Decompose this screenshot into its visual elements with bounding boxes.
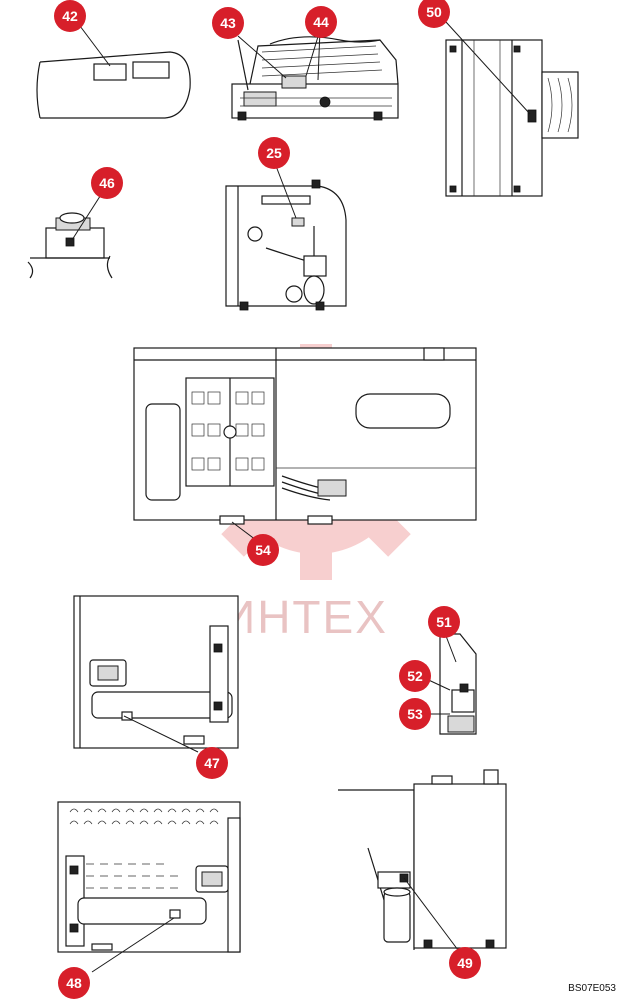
- callout-42: 42: [54, 0, 86, 32]
- callout-48: 48: [58, 967, 90, 999]
- svg-text:42: 42: [62, 8, 78, 24]
- svg-text:25: 25: [266, 145, 282, 161]
- callout-badge: [449, 947, 481, 979]
- callout-51: 51: [428, 606, 460, 638]
- svg-text:44: 44: [313, 14, 329, 30]
- callout-badge: [258, 137, 290, 169]
- part-47-panel: [73, 595, 239, 753]
- callout-badge: [54, 0, 86, 32]
- svg-text:48: 48: [66, 975, 82, 991]
- part-49-unit: [338, 769, 507, 951]
- callout-badge: [399, 660, 431, 692]
- part-54-panel: [133, 347, 477, 541]
- callout-25: 25: [258, 137, 290, 169]
- callout-badge: [399, 698, 431, 730]
- part-50-unit: [445, 21, 579, 197]
- callout-53: 53: [399, 698, 431, 730]
- callout-52: 52: [399, 660, 431, 692]
- callout-49: 49: [449, 947, 481, 979]
- callout-badge: [58, 967, 90, 999]
- part-25-box: [225, 165, 347, 311]
- part-46-post: [27, 189, 113, 279]
- part-51-52-53-bracket: [419, 633, 477, 735]
- svg-text:46: 46: [99, 175, 115, 191]
- callout-badge: [196, 747, 228, 779]
- svg-text:51: 51: [436, 614, 452, 630]
- callout-43: 43: [212, 7, 244, 39]
- part-48-panel: [57, 801, 241, 973]
- callout-47: 47: [196, 747, 228, 779]
- svg-text:53: 53: [407, 706, 423, 722]
- svg-text:54: 54: [255, 542, 271, 558]
- part-43-44-unit: [231, 29, 399, 121]
- callout-54: 54: [247, 534, 279, 566]
- callout-badge: [212, 7, 244, 39]
- watermark-text: ИНТЕХ: [222, 591, 388, 643]
- callout-badge: [305, 6, 337, 38]
- callout-badge: [247, 534, 279, 566]
- document-code: BS07E053: [568, 983, 616, 994]
- svg-text:47: 47: [204, 755, 220, 771]
- svg-text:50: 50: [426, 4, 442, 20]
- callout-46: 46: [91, 167, 123, 199]
- callout-badge: [418, 0, 450, 28]
- callout-50: 50: [418, 0, 450, 28]
- callout-44: 44: [305, 6, 337, 38]
- svg-text:49: 49: [457, 955, 473, 971]
- svg-text:52: 52: [407, 668, 423, 684]
- part-42-plate: [36, 25, 191, 119]
- callout-badge: [91, 167, 123, 199]
- callout-badge: [428, 606, 460, 638]
- svg-text:43: 43: [220, 15, 236, 31]
